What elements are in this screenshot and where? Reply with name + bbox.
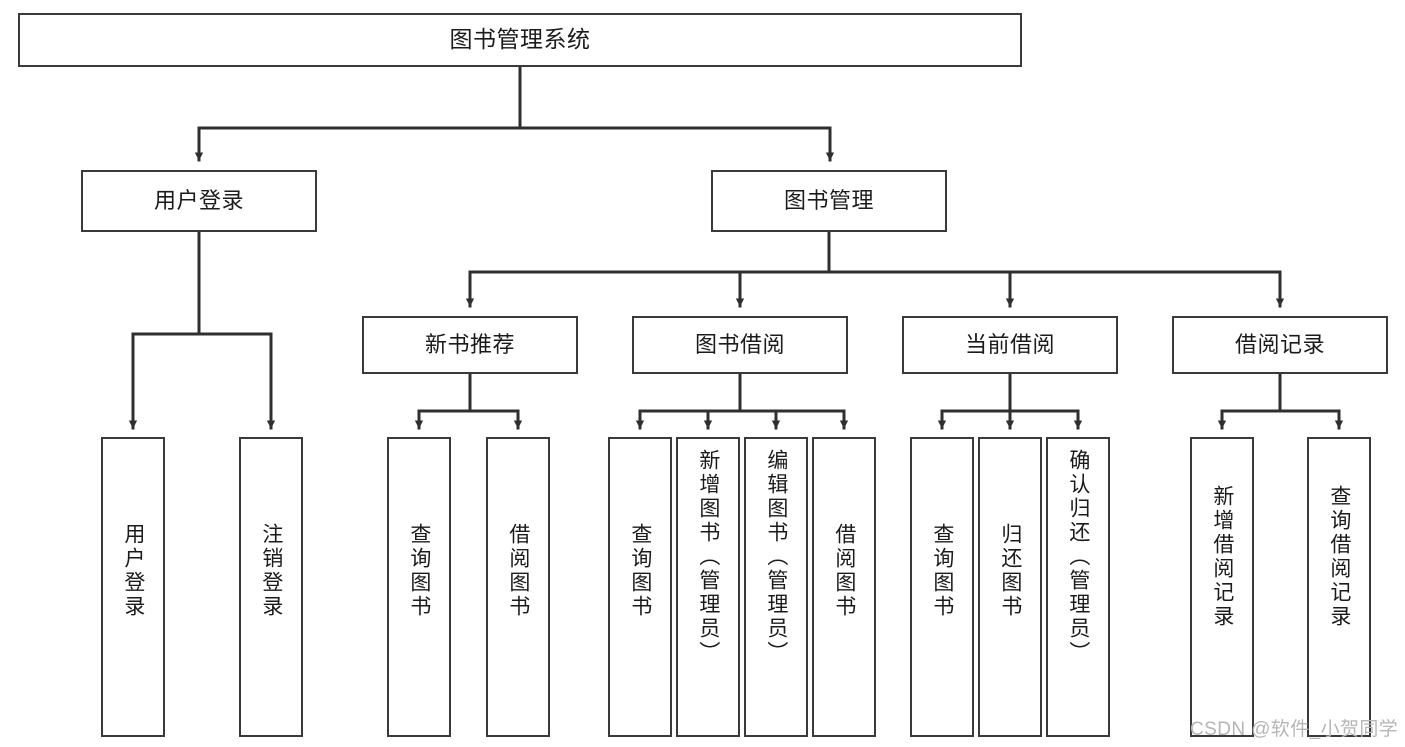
leaf-book-borrow-add[interactable]: 新增图书（管理员） bbox=[676, 437, 740, 737]
leaf-book-borrow-edit[interactable]: 编辑图书（管理员） bbox=[744, 437, 808, 737]
watermark-text: CSDN @软件_小贺同学 bbox=[1190, 719, 1399, 740]
node-label: 借阅图书 bbox=[506, 523, 530, 619]
leaf-borrow-record-query[interactable]: 查询借阅记录 bbox=[1307, 437, 1371, 737]
node-label: 归还图书 bbox=[998, 523, 1022, 619]
node-book-borrow[interactable]: 图书借阅 bbox=[632, 316, 848, 374]
node-label: 新增图书（管理员） bbox=[696, 449, 720, 665]
leaf-user-login-login[interactable]: 用户登录 bbox=[101, 437, 165, 737]
node-user-login[interactable]: 用户登录 bbox=[81, 170, 317, 232]
node-label: 用户登录 bbox=[121, 523, 145, 619]
node-label: 查询图书 bbox=[407, 523, 431, 619]
leaf-current-borrow-confirm[interactable]: 确认归还（管理员） bbox=[1046, 437, 1110, 737]
node-label: 编辑图书（管理员） bbox=[764, 449, 788, 665]
node-label: 借阅记录 bbox=[1234, 331, 1325, 357]
leaf-user-login-logout[interactable]: 注销登录 bbox=[239, 437, 303, 737]
node-label: 查询图书 bbox=[930, 523, 954, 619]
node-label: 查询借阅记录 bbox=[1327, 485, 1351, 629]
node-label: 借阅图书 bbox=[832, 523, 856, 619]
leaf-book-borrow-borrow[interactable]: 借阅图书 bbox=[812, 437, 876, 737]
node-current-borrow[interactable]: 当前借阅 bbox=[902, 316, 1118, 374]
node-label: 新增借阅记录 bbox=[1210, 485, 1234, 629]
node-label: 确认归还（管理员） bbox=[1066, 449, 1090, 665]
leaf-current-borrow-query[interactable]: 查询图书 bbox=[910, 437, 974, 737]
leaf-current-borrow-return[interactable]: 归还图书 bbox=[978, 437, 1042, 737]
node-label: 注销登录 bbox=[259, 523, 283, 619]
node-borrow-record[interactable]: 借阅记录 bbox=[1172, 316, 1388, 374]
node-label: 新书推荐 bbox=[424, 331, 515, 357]
leaf-new-book-query[interactable]: 查询图书 bbox=[387, 437, 451, 737]
node-label: 图书管理系统 bbox=[449, 26, 591, 53]
node-label: 查询图书 bbox=[628, 523, 652, 619]
node-label: 用户登录 bbox=[153, 187, 244, 213]
node-label: 图书管理 bbox=[783, 187, 874, 213]
leaf-book-borrow-query[interactable]: 查询图书 bbox=[608, 437, 672, 737]
node-root-system[interactable]: 图书管理系统 bbox=[18, 13, 1022, 67]
node-new-book-recommend[interactable]: 新书推荐 bbox=[362, 316, 578, 374]
leaf-new-book-borrow[interactable]: 借阅图书 bbox=[486, 437, 550, 737]
node-label: 图书借阅 bbox=[694, 331, 785, 357]
node-book-management[interactable]: 图书管理 bbox=[711, 170, 947, 232]
node-label: 当前借阅 bbox=[964, 331, 1055, 357]
leaf-borrow-record-add[interactable]: 新增借阅记录 bbox=[1190, 437, 1254, 737]
